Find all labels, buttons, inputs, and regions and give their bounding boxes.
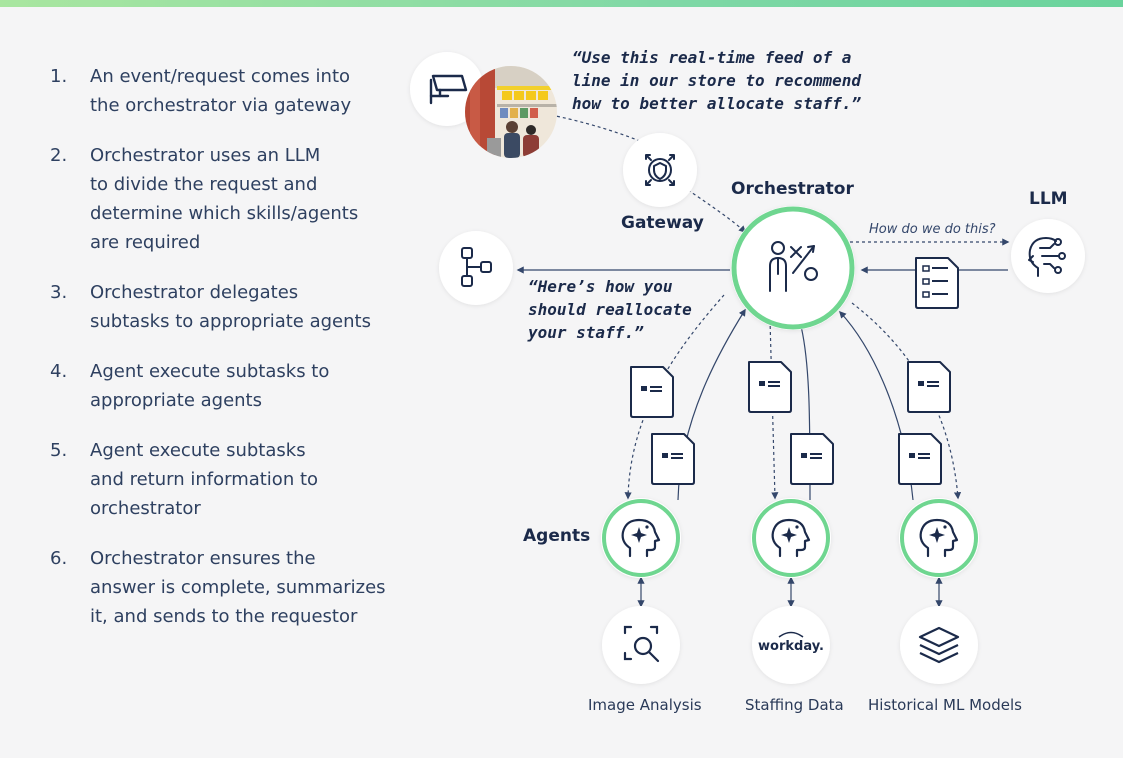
llm-response-document-icon (915, 257, 959, 309)
orchestrator-label: Orchestrator (731, 179, 854, 199)
result-document-icon (898, 433, 942, 485)
llm-label: LLM (1029, 189, 1068, 209)
strategy-person-icon (769, 241, 818, 292)
agent-node (751, 498, 831, 578)
gateway-shield-icon (645, 154, 675, 186)
step-number: 1. (50, 66, 68, 87)
result-document-icon (651, 433, 695, 485)
image-analysis-node (602, 606, 680, 684)
historical-ml-node (900, 606, 978, 684)
store-line-photo (465, 66, 557, 158)
steps-list: 1. An event/request comes into the orche… (50, 62, 395, 652)
requestor-node (439, 231, 513, 305)
tool-label-historical-ml: Historical ML Models (868, 696, 1022, 714)
layers-icon (918, 626, 960, 664)
step-text: Orchestrator uses an LLM to divide the r… (90, 145, 359, 253)
step-number: 4. (50, 361, 68, 382)
task-document-icon (630, 366, 674, 418)
agent-node (899, 498, 979, 578)
step-item: 1. An event/request comes into the orche… (50, 62, 395, 120)
step-item: 5. Agent execute subtasks and return inf… (50, 436, 395, 523)
step-number: 3. (50, 282, 68, 303)
tool-label-image-analysis: Image Analysis (588, 696, 702, 714)
image-search-icon (623, 625, 660, 663)
llm-node (1011, 219, 1085, 293)
agent-node (601, 498, 681, 578)
step-item: 3. Orchestrator delegates subtasks to ap… (50, 278, 395, 336)
llm-question: How do we do this? (869, 222, 996, 237)
tool-label-staffing-data: Staffing Data (745, 696, 844, 714)
agents-label: Agents (523, 526, 591, 546)
step-number: 6. (50, 548, 68, 569)
orchestrator-node (731, 206, 855, 330)
task-document-icon (907, 361, 951, 413)
security-camera-icon (429, 74, 468, 105)
gateway-node (623, 133, 697, 207)
top-accent-bar (0, 0, 1123, 7)
workflow-icon (461, 247, 492, 287)
step-text: Agent execute subtasks to appropriate ag… (90, 361, 330, 411)
step-item: 4. Agent execute subtasks to appropriate… (50, 357, 395, 415)
step-text: Orchestrator ensures the answer is compl… (90, 548, 386, 627)
step-item: 6. Orchestrator ensures the answer is co… (50, 544, 395, 631)
step-text: An event/request comes into the orchestr… (90, 66, 352, 116)
step-number: 5. (50, 440, 68, 461)
workday-logo: workday. (758, 639, 824, 654)
gateway-label: Gateway (621, 213, 704, 233)
step-number: 2. (50, 145, 68, 166)
request-quote: “Use this real-time feed of a line in ou… (572, 48, 861, 113)
step-text: Orchestrator delegates subtasks to appro… (90, 282, 371, 332)
result-document-icon (790, 433, 834, 485)
staffing-data-node: workday. (752, 606, 830, 684)
response-quote: “Here’s how you should reallocate your s… (528, 277, 692, 342)
task-document-icon (748, 361, 792, 413)
step-text: Agent execute subtasks and return inform… (90, 440, 319, 519)
ai-brain-icon (1028, 237, 1066, 277)
step-item: 2. Orchestrator uses an LLM to divide th… (50, 141, 395, 257)
